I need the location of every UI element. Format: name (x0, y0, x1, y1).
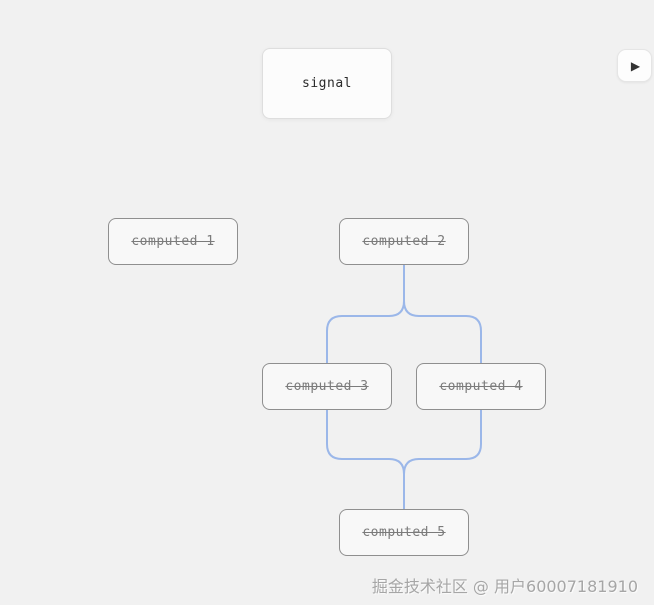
watermark: 掘金技术社区 @ 用户60007181910 (371, 577, 638, 596)
edge-computed3-computed5 (326, 409, 405, 510)
edge-computed2-computed4 (403, 264, 482, 364)
node-computed-5[interactable]: computed 5 (339, 509, 469, 556)
node-computed-3-label: computed 3 (285, 379, 369, 394)
node-computed-2[interactable]: computed 2 (339, 218, 469, 265)
node-computed-5-label: computed 5 (362, 525, 446, 540)
node-signal[interactable]: signal (262, 48, 392, 119)
node-computed-3[interactable]: computed 3 (262, 363, 392, 410)
play-button[interactable]: ▶ (617, 49, 652, 82)
edge-computed4-computed5 (403, 409, 482, 510)
node-computed-1[interactable]: computed 1 (108, 218, 238, 265)
node-signal-label: signal (302, 76, 352, 91)
node-computed-4-label: computed 4 (439, 379, 523, 394)
node-computed-2-label: computed 2 (362, 234, 446, 249)
node-computed-4[interactable]: computed 4 (416, 363, 546, 410)
edge-computed2-computed3 (326, 264, 405, 364)
play-icon: ▶ (630, 58, 641, 73)
node-computed-1-label: computed 1 (131, 234, 215, 249)
